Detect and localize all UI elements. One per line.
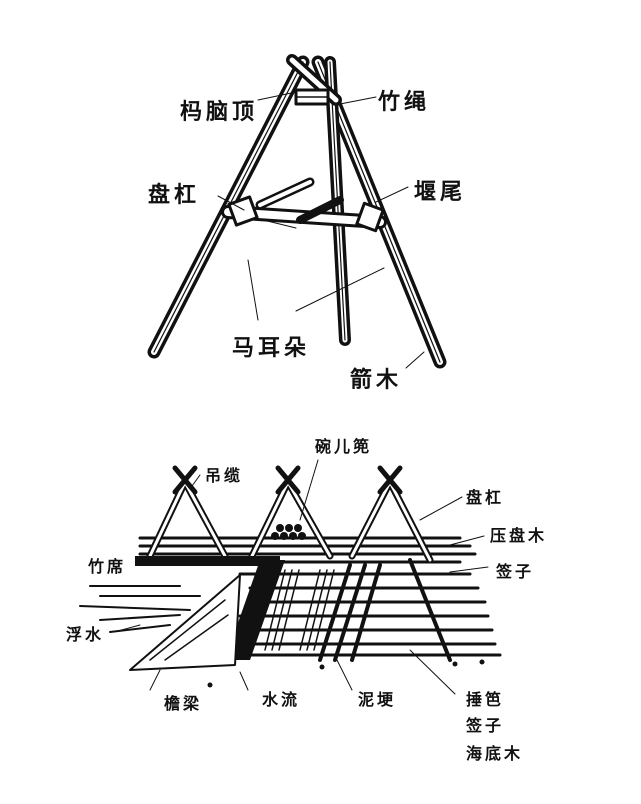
label-bamboo-rope: 竹绳 <box>378 90 431 115</box>
label-mud-ridge: 泥埂 <box>358 690 397 709</box>
label-eave-beam: 檐梁 <box>164 694 203 713</box>
label-bamboo-mat: 竹席 <box>88 557 127 576</box>
label-floating-water: 浮水 <box>66 625 105 644</box>
label-stakes: 签子 <box>496 562 535 581</box>
top-tripod <box>147 54 447 369</box>
label-weir-tail: 堰尾 <box>414 180 467 205</box>
label-water-flow: 水流 <box>262 690 301 709</box>
label-stakes-2: 签子 <box>466 716 505 735</box>
label-apex: 杩脑顶 <box>180 100 259 125</box>
label-hanging-fence: 捶笆 <box>466 690 505 709</box>
label-bowl-bundle: 碗儿篼 <box>315 437 373 456</box>
label-cross-bar: 盘杠 <box>148 183 201 208</box>
label-sea-bottom-wood: 海底木 <box>466 744 524 763</box>
label-horse-ear: 马耳朵 <box>232 336 311 361</box>
label-cross-bar-2: 盘杠 <box>466 488 505 507</box>
label-arrow-wood: 箭木 <box>350 368 403 393</box>
bottom-assembly <box>79 459 502 695</box>
label-press-wood: 压盘木 <box>490 526 548 545</box>
label-hanging-rope: 吊缆 <box>205 466 244 485</box>
